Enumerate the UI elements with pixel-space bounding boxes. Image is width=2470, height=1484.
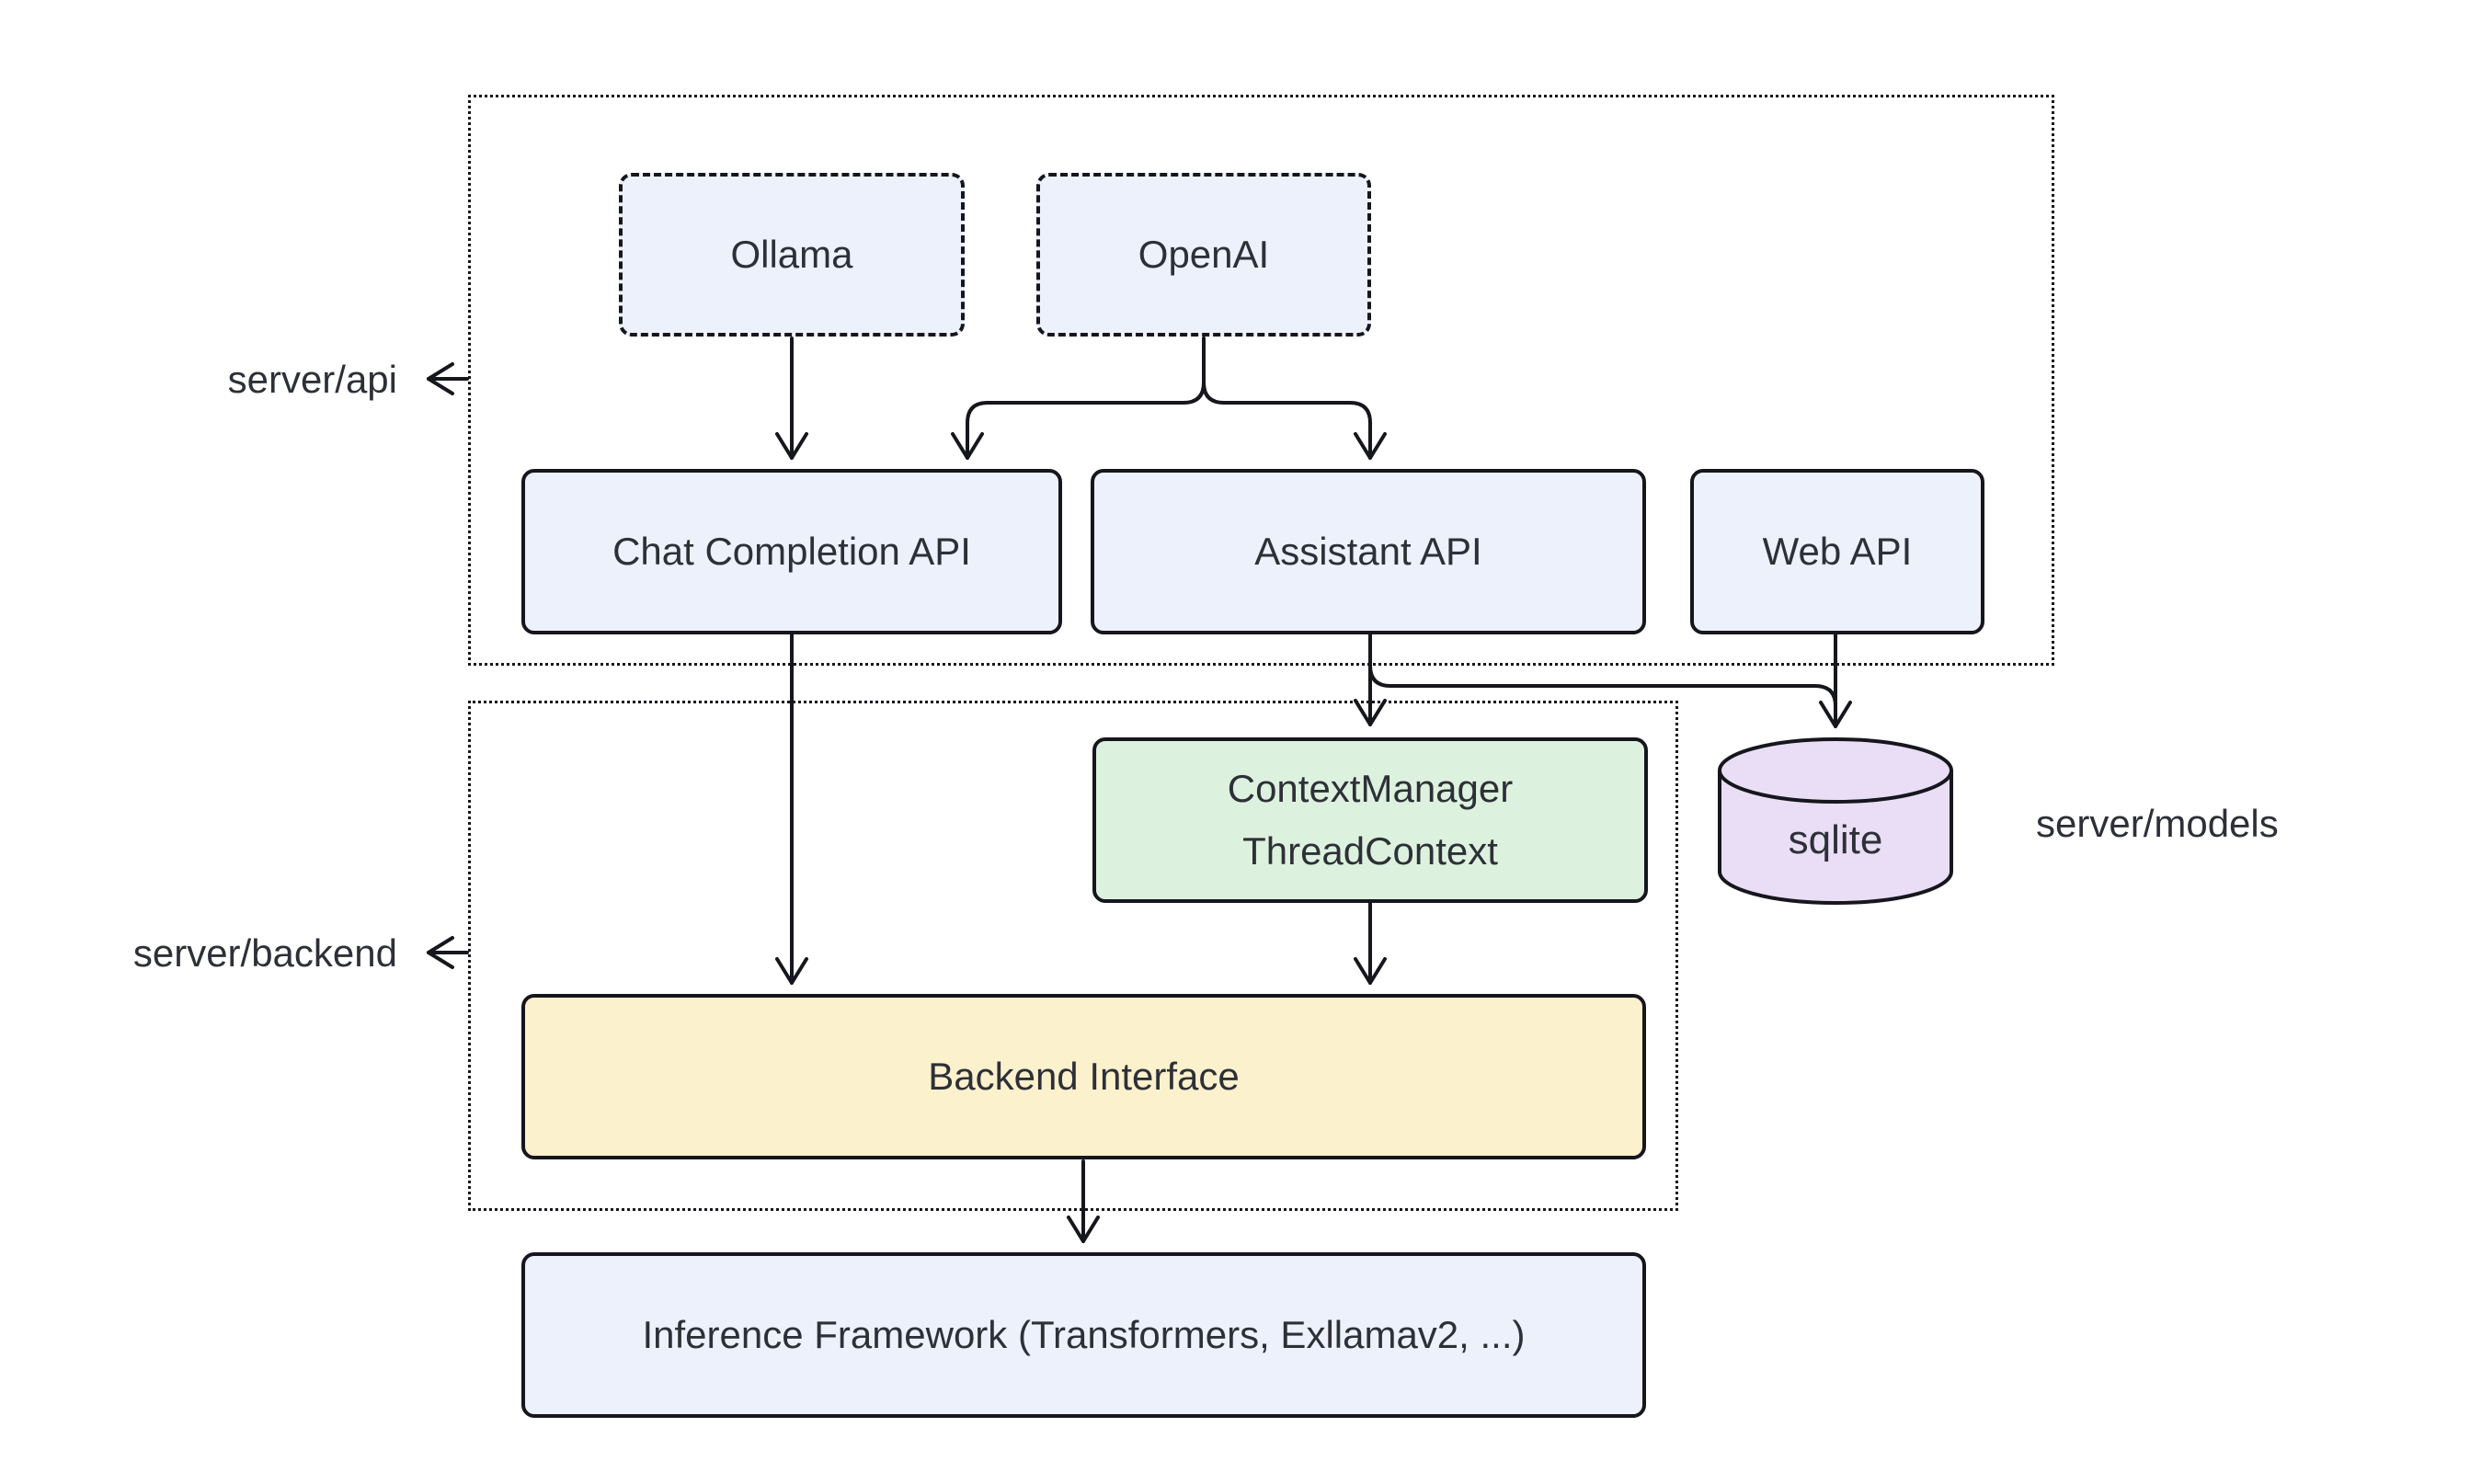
node-context-manager: ContextManager ThreadContext <box>1092 737 1648 903</box>
node-web-api: Web API <box>1690 469 1984 634</box>
server-api-container <box>468 95 2054 666</box>
node-openai-label: OpenAI <box>1138 233 1270 276</box>
node-ollama-label: Ollama <box>730 233 853 276</box>
node-chat-completion-api-label: Chat Completion API <box>612 530 971 573</box>
node-inference-framework-label: Inference Framework (Transformers, Exlla… <box>642 1313 1526 1356</box>
server-backend-container <box>468 701 1678 1211</box>
node-assistant-api-label: Assistant API <box>1254 530 1482 573</box>
node-context-manager-line1: ContextManager <box>1227 767 1514 810</box>
node-assistant-api: Assistant API <box>1091 469 1646 634</box>
label-server-backend: server/backend <box>132 931 397 975</box>
node-web-api-label: Web API <box>1762 530 1913 573</box>
node-backend-interface: Backend Interface <box>521 994 1646 1159</box>
label-server-models: server/models <box>2036 802 2279 845</box>
node-chat-completion-api: Chat Completion API <box>521 469 1062 634</box>
node-openai: OpenAI <box>1036 173 1371 337</box>
node-ollama: Ollama <box>619 173 965 337</box>
node-backend-interface-label: Backend Interface <box>928 1055 1240 1098</box>
node-context-manager-line2: ThreadContext <box>1242 829 1498 873</box>
label-server-api: server/api <box>227 358 397 401</box>
node-sqlite-label: sqlite <box>1788 817 1883 862</box>
node-inference-framework: Inference Framework (Transformers, Exlla… <box>521 1252 1646 1418</box>
